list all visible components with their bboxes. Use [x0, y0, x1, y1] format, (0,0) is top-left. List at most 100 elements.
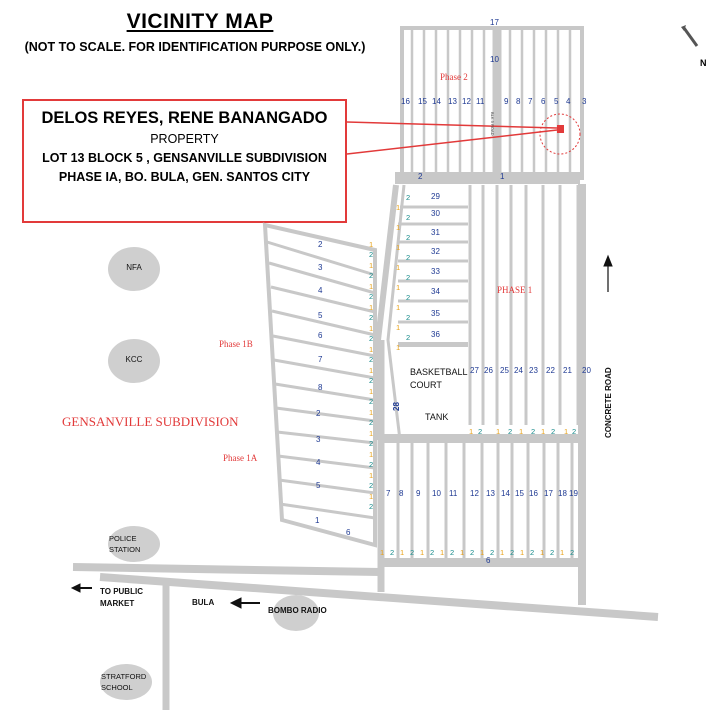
lot-marker-2: 2 — [369, 439, 374, 448]
phase1-lot-13: 13 — [486, 489, 495, 498]
lot-marker-1: 1 — [496, 427, 501, 436]
lot-marker-2: 2 — [369, 481, 374, 490]
phase1-block-36: 36 — [431, 330, 440, 339]
basketball-court-label: BASKETBALL COURT — [410, 367, 468, 390]
bombo-radio-label: BOMBO RADIO — [268, 606, 327, 615]
lot-marker-1: 1 — [396, 283, 401, 292]
map-subtitle: (NOT TO SCALE. FOR IDENTIFICATION PURPOS… — [24, 40, 366, 54]
lot-marker-2: 2 — [531, 427, 536, 436]
phase1-block-20: 20 — [582, 366, 591, 375]
nfa-label: NFA — [126, 263, 142, 272]
lot-marker-1: 1 — [519, 427, 524, 436]
lot-marker-2: 2 — [406, 273, 411, 282]
phase2-block-12: 12 — [462, 97, 471, 106]
lot-marker-2: 2 — [406, 293, 411, 302]
lot-marker-2: 2 — [369, 460, 374, 469]
phase1-block-27: 27 — [470, 366, 479, 375]
phase1b-block-4: 4 — [318, 286, 323, 295]
lot-marker-1: 1 — [369, 303, 374, 312]
lot-marker-2: 2 — [390, 548, 395, 557]
lot-marker-1: 1 — [460, 548, 465, 557]
lot-marker-2: 2 — [470, 548, 475, 557]
phase2-block-13: 13 — [448, 97, 457, 106]
phase1-lot-12: 12 — [470, 489, 479, 498]
lot-marker-1: 1 — [369, 450, 374, 459]
phase1-block-6: 6 — [486, 556, 491, 565]
phase1a-block-4: 4 — [316, 458, 321, 467]
phase1b-block-2: 2 — [318, 240, 323, 249]
phase1-block-30: 30 — [431, 209, 440, 218]
phase2-block-14: 14 — [432, 97, 441, 106]
lot-marker-1: 1 — [396, 243, 401, 252]
phase1b-phase1a-area — [262, 222, 377, 548]
phase1-lot-19: 19 — [569, 489, 578, 498]
property-callout: DELOS REYES, RENE BANANGADO PROPERTY LOT… — [22, 99, 347, 223]
phase1-label: PHASE 1 — [497, 285, 533, 295]
phase1b-block-3: 3 — [318, 263, 323, 272]
phase1a-block-6: 6 — [346, 528, 351, 537]
kcc-landmark — [108, 339, 160, 383]
phase1-lot-14: 14 — [501, 489, 510, 498]
phase1a-block-1: 1 — [315, 516, 320, 525]
lot-marker-2: 2 — [530, 548, 535, 557]
public-market-label: TO PUBLIC MARKET — [100, 587, 143, 608]
lot-marker-1: 1 — [560, 548, 565, 557]
lot-marker-2: 2 — [551, 427, 556, 436]
tank-label: TANK — [425, 412, 449, 422]
lot-marker-1: 1 — [469, 427, 474, 436]
lot-marker-2: 2 — [369, 355, 374, 364]
lot-marker-1: 1 — [564, 427, 569, 436]
phase1-lot-16: 16 — [529, 489, 538, 498]
lot-marker-1: 1 — [540, 548, 545, 557]
lot-marker-2: 2 — [406, 333, 411, 342]
phase1b-block-8: 8 — [318, 383, 323, 392]
lot-marker-1: 1 — [369, 261, 374, 270]
phase1-block-24: 24 — [514, 366, 523, 375]
direction-arrows — [70, 254, 613, 609]
kcc-label: KCC — [125, 355, 143, 364]
phase1-area — [375, 184, 586, 605]
lot-marker-2: 2 — [369, 418, 374, 427]
phase1b-block-7: 7 — [318, 355, 323, 364]
phase2-block-17: 17 — [490, 18, 499, 27]
main-roads — [72, 563, 659, 710]
property-address-line2: PHASE IA, BO. BULA, GEN. SANTOS CITY — [58, 170, 311, 184]
lot-marker-2: 2 — [406, 193, 411, 202]
phase1a-block-5: 5 — [316, 481, 321, 490]
phase2-block-3: 3 — [582, 97, 587, 106]
lot-marker-2: 2 — [369, 250, 374, 259]
lot-marker-2: 2 — [406, 253, 411, 262]
lot-marker-1: 1 — [396, 223, 401, 232]
phase1-lot-10: 10 — [432, 489, 441, 498]
phase2-block-16: 16 — [401, 97, 410, 106]
lot-marker-2: 2 — [510, 548, 515, 557]
lot-marker-1: 1 — [369, 240, 374, 249]
lot-marker-1: 1 — [420, 548, 425, 557]
lot-marker-1: 1 — [369, 429, 374, 438]
phase2-block-5: 5 — [554, 97, 559, 106]
subdivision-label: GENSANVILLE SUBDIVISION — [62, 414, 239, 429]
phase2-block-15: 15 — [418, 97, 427, 106]
phase1-lot-15: 15 — [515, 489, 524, 498]
bula-label: BULA — [192, 598, 215, 607]
phase1b-block-5: 5 — [318, 311, 323, 320]
phase1b-block-6: 6 — [318, 331, 323, 340]
lot-marker-1: 1 — [480, 548, 485, 557]
lot-marker-2: 2 — [490, 548, 495, 557]
bombo-landmark — [273, 595, 319, 631]
lot-marker-2: 2 — [406, 313, 411, 322]
phase1-block-25: 25 — [500, 366, 509, 375]
phase1-block-26: 26 — [484, 366, 493, 375]
phase1a-block-2: 2 — [316, 409, 321, 418]
phase1-lot-18: 18 — [558, 489, 567, 498]
lot-marker-2: 2 — [478, 427, 483, 436]
lot-marker-1: 1 — [440, 548, 445, 557]
property-owner: DELOS REYES, RENE BANANGADO — [41, 109, 328, 127]
lot-marker-1: 1 — [396, 203, 401, 212]
lot-marker-1: 1 — [500, 548, 505, 557]
lot-marker-2: 2 — [508, 427, 513, 436]
phase2-block-10: 10 — [490, 55, 499, 64]
phase1-block-32: 32 — [431, 247, 440, 256]
lot-marker-1: 1 — [369, 345, 374, 354]
